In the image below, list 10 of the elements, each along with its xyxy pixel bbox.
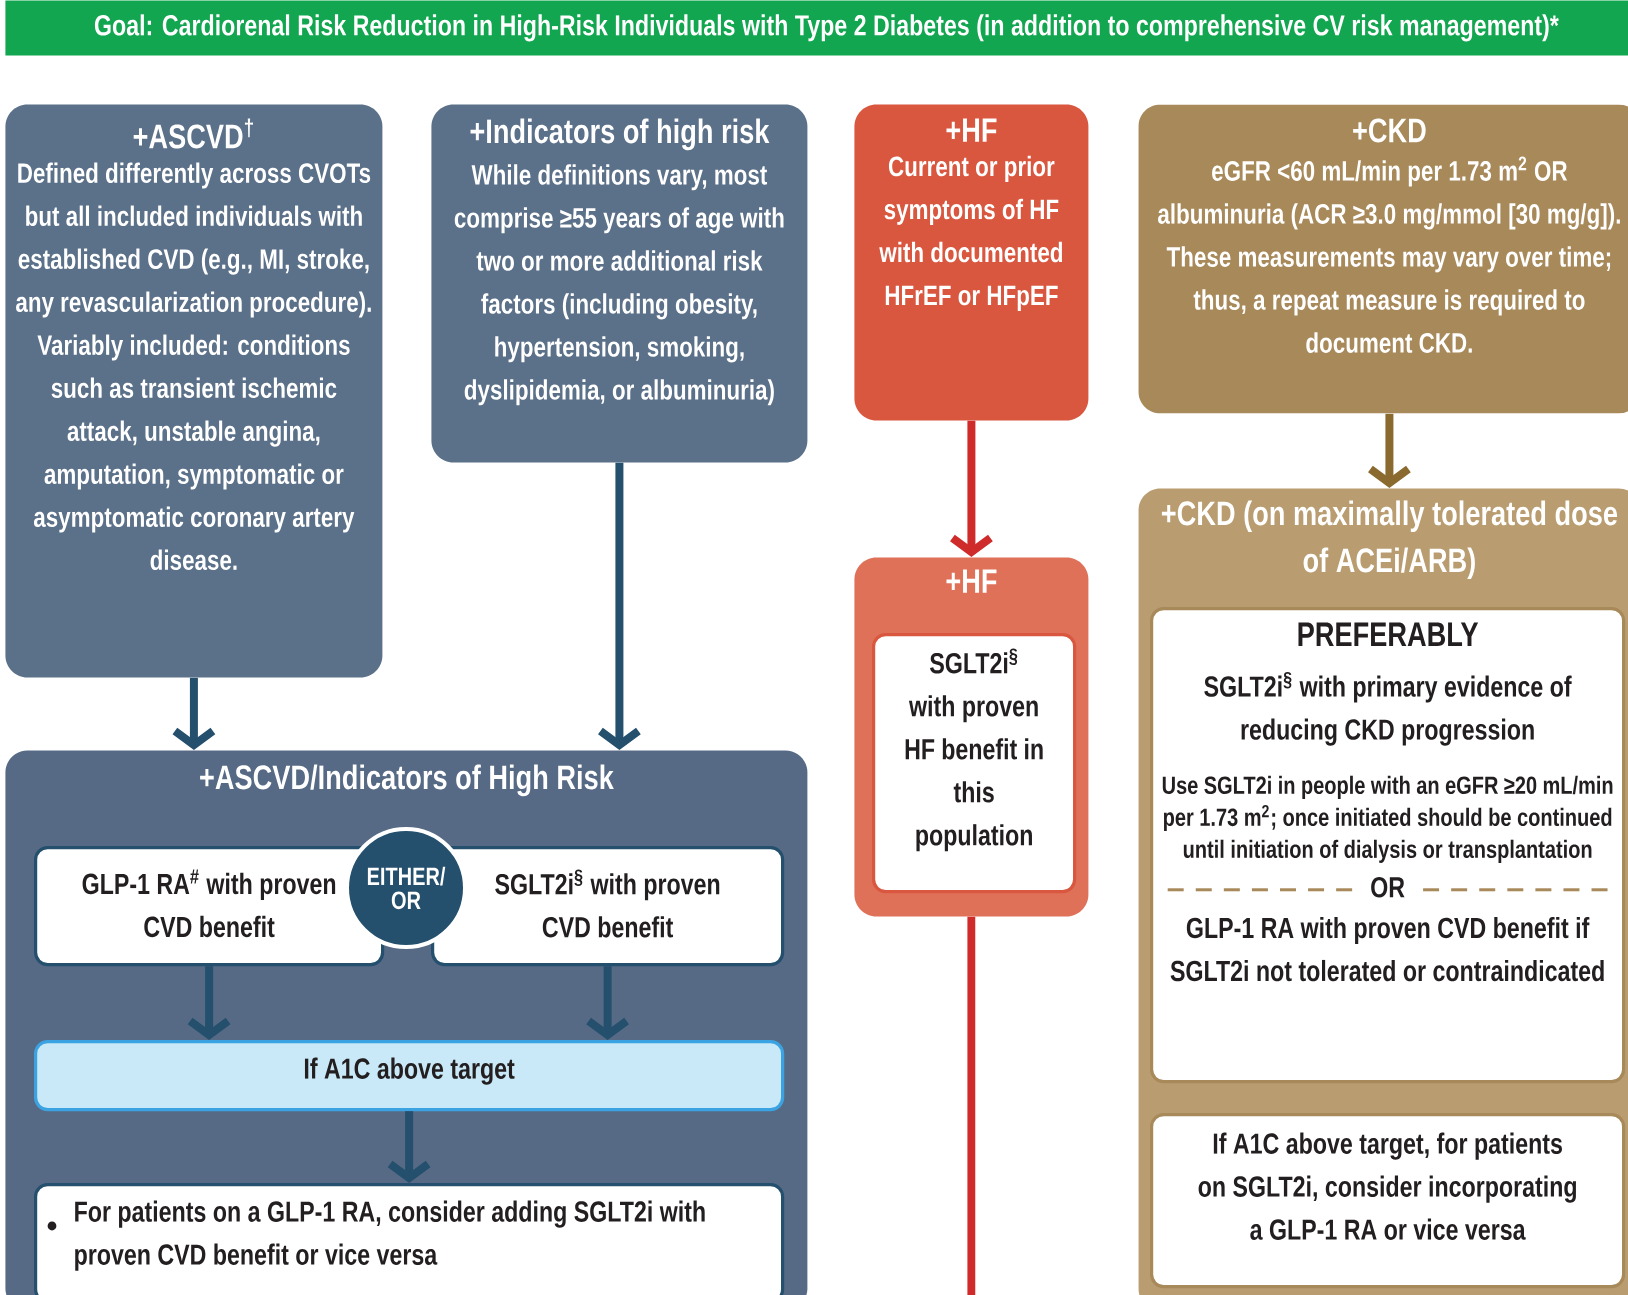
category-box: +ASCVD$^{†}$ Defined differently across CVOTs but all included individuals with established CVD (e.g., MI, stroke, any revascularization procedure). Variably included: conditions such as transient ischemic attack, unstable angina, amputation, symptomatic or asymptomatic coronary artery disease. [5, 104, 383, 678]
title-banner: Goal: Cardiorenal Risk Reduction in High-Risk Individuals with Type 2 Diabetes (in addition to comprehensive CV risk management)* [5, 0, 1628, 56]
category-box: +CKD eGFR <60 mL/min per 1.73 m$^{2}$ OR albuminuria (ACR ≥3.0 mg/mmol [30 mg/g]). These measurements may vary over time; thus, a repeat measure is required to document CKD. [1138, 104, 1628, 414]
bullet-box: For patients on a GLP-1 RA, consider adding SGLT2i with proven CVD benefit or vice versa [34, 1183, 785, 1295]
category-box: +HF Current or prior symptoms of HF with documented HFrEF or HFpEF [854, 104, 1089, 421]
condition-box: If A1C above target [34, 1040, 785, 1112]
treatment-box: If A1C above target, for patients on SGLT2i, consider incorporating a GLP-1 RA or vice versa [1150, 1113, 1626, 1289]
category-box: +Indicators of high risk While definitions vary, most comprise ≥55 years of age with two or more additional risk factors (including obesity, hypertension, smoking, dyslipidemia, or albuminuria) [431, 104, 808, 463]
treatment-box: SGLT2i$^{§}$ with proven HF benefit in this population [872, 633, 1077, 894]
treatment-box: PREFERABLY SGLT2i$^{§}$ with primary evidence of reducing CKD progression Use SGLT2i in people with an eGFR ≥20 mL/min per 1.73 m$^{2}$; once initiated should be continued until initiation of dialysis or transplantation OR GLP-1 RA with proven CVD benefit if SGLT2i not tolerated or contraindicated [1150, 607, 1626, 1084]
